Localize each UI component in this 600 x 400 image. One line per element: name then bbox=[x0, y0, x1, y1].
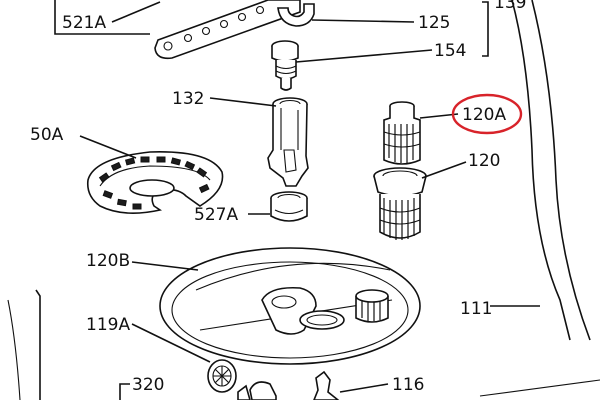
leader-lines bbox=[79, 1, 540, 400]
wheel-part-119a bbox=[207, 359, 237, 393]
label-521a: 521A bbox=[62, 13, 106, 33]
group-bracket-139 bbox=[482, 1, 489, 57]
coarse-filter-part-120 bbox=[373, 167, 427, 240]
cabinet-outline-right bbox=[531, 0, 591, 341]
bracket-part-116 bbox=[313, 370, 340, 400]
label-132: 132 bbox=[172, 89, 204, 109]
label-120: 120 bbox=[468, 151, 500, 171]
tube-part-132 bbox=[267, 97, 309, 187]
pipe-part-320 bbox=[249, 381, 277, 400]
label-320: 320 bbox=[132, 375, 164, 395]
label-154: 154 bbox=[434, 41, 466, 61]
coupling-part-154 bbox=[271, 40, 299, 91]
cabinet-outline-left-inner bbox=[7, 299, 21, 400]
label-150a: 50A bbox=[30, 125, 64, 145]
label-527a: 527A bbox=[194, 205, 238, 225]
label-111: 111 bbox=[460, 299, 492, 319]
label-120a: 120A bbox=[462, 105, 506, 125]
label-116: 116 bbox=[392, 375, 424, 395]
cabinet-outline-left bbox=[35, 289, 41, 400]
strainer-part-150a bbox=[86, 151, 224, 214]
sump-bowl-part-120b bbox=[159, 247, 421, 365]
pipe-part-320-stub bbox=[237, 384, 251, 400]
frame-box-top-left bbox=[54, 0, 150, 35]
cabinet-outline-floor bbox=[479, 379, 600, 397]
fine-filter-part-120a bbox=[383, 101, 421, 165]
label-139: 139 bbox=[494, 0, 526, 13]
label-125: 125 bbox=[418, 13, 450, 33]
label-119a: 119A bbox=[86, 315, 130, 335]
label-120b: 120B bbox=[86, 251, 130, 271]
ring-part-527a bbox=[270, 191, 308, 222]
clip-part-125 bbox=[277, 0, 315, 27]
highlight-circle-120a bbox=[451, 93, 523, 135]
cabinet-outline-111 bbox=[511, 0, 571, 341]
